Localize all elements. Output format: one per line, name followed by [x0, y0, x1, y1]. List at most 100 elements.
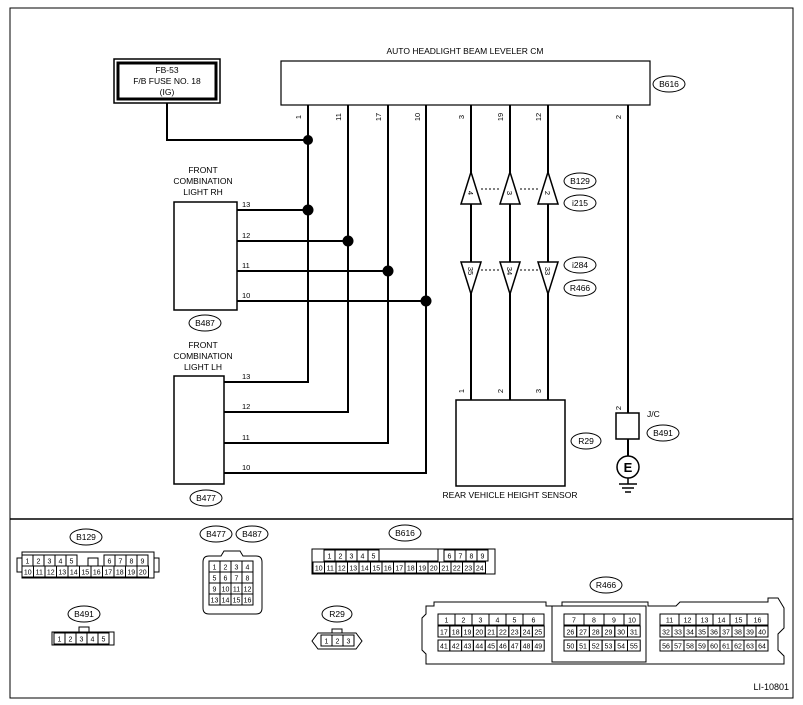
- pin-number: 16: [244, 598, 252, 605]
- b487-badge: [235, 525, 269, 543]
- lower-joint-badge-b: [563, 279, 597, 297]
- pin-number: 14: [222, 598, 230, 605]
- terminal-down: [536, 261, 560, 297]
- upper-joint-pin: 4: [466, 191, 475, 195]
- pin-number: 9: [213, 587, 217, 594]
- pin-number: 20: [430, 566, 438, 573]
- wires: [166, 103, 629, 474]
- fuse-label-3: (IG): [160, 87, 175, 97]
- pin-number: 2: [224, 565, 228, 572]
- pin-number: 3: [235, 565, 239, 572]
- light-rh-connector-badge: [188, 314, 222, 332]
- pin-number: 41: [440, 644, 448, 651]
- pin-number: 63: [746, 644, 754, 651]
- lower-joint-badge-a: [563, 256, 597, 274]
- pin-number: 19: [464, 630, 472, 637]
- b491-label: B491: [74, 609, 94, 619]
- junction-connector: B491: [653, 428, 673, 438]
- pin-number: 18: [116, 570, 124, 577]
- r466-label: R466: [596, 580, 617, 590]
- wire-pin-1: [224, 105, 309, 383]
- pin-number: 1: [58, 637, 62, 644]
- connector-view-r466: R466 1 2 3 4 5 6 17 18 19 20 21 22 23 24…: [421, 576, 785, 665]
- light-rh-pin: 10: [242, 291, 250, 300]
- pin-number: 9: [612, 618, 616, 625]
- upper-joint-badge-a: [563, 172, 597, 190]
- b129-row2: 10 11 12 13 14 15 16 17 18 19 20: [21, 565, 149, 578]
- pin-number: 31: [630, 630, 638, 637]
- light-lh-pin: 11: [242, 433, 250, 442]
- front-light-rh: FRONT COMBINATION LIGHT RH 13 12 11 10 B…: [173, 165, 250, 332]
- pin-number: 1: [445, 618, 449, 625]
- pin-number: 59: [698, 644, 706, 651]
- pin-number: 53: [605, 644, 613, 651]
- pin-number: 12: [47, 570, 55, 577]
- pin-number: 17: [395, 566, 403, 573]
- pin-number: 51: [579, 644, 587, 651]
- lower-joint-connector: 35 34 33 i284 R466: [459, 256, 597, 297]
- light-lh-pin: 12: [242, 402, 250, 411]
- pin-number: 14: [361, 566, 369, 573]
- light-lh-connector: B477: [196, 493, 216, 503]
- splice-dot: [420, 295, 432, 307]
- pin-number: 19: [127, 570, 135, 577]
- pin-number: 56: [662, 644, 670, 651]
- pin-number: 12: [684, 618, 692, 625]
- pin-number: 3: [48, 559, 52, 566]
- pin-number: 28: [592, 630, 600, 637]
- connector-view-b491: B491 1 2 3 4 5: [51, 605, 115, 646]
- pin-number: 13: [701, 618, 709, 625]
- pin-number: 10: [24, 570, 32, 577]
- pin-number: 18: [452, 630, 460, 637]
- upper-joint-connector-a: B129: [570, 176, 590, 186]
- control-module-connector: B616: [659, 79, 679, 89]
- light-rh-connector: B487: [195, 318, 215, 328]
- pin-number: 5: [213, 576, 217, 583]
- pin-number: 5: [513, 618, 517, 625]
- pin-number: 7: [235, 576, 239, 583]
- sensor-pin: 1: [457, 389, 466, 393]
- pin-number: 55: [630, 644, 638, 651]
- splice-dot: [302, 204, 314, 216]
- pin-number: 50: [566, 644, 574, 651]
- pin-number: 19: [418, 566, 426, 573]
- pin-number: 4: [91, 637, 95, 644]
- pin-number: 40: [758, 630, 766, 637]
- pin-number: 3: [347, 639, 351, 646]
- pin-number: 6: [108, 559, 112, 566]
- pin-number: 5: [372, 554, 376, 561]
- light-rh-label-2: COMBINATION: [173, 176, 232, 186]
- connector-view-b477-b487: B477 B487 1 2 3 4 5 6 7 8 9 10 11 12 13 …: [199, 525, 269, 615]
- pin-number: 11: [36, 570, 43, 577]
- pin-number: 4: [246, 565, 250, 572]
- lower-joint-connector-a: i284: [572, 260, 588, 270]
- pin-number: 46: [499, 644, 507, 651]
- pin-number: 21: [487, 630, 495, 637]
- control-module: AUTO HEADLIGHT BEAM LEVELER CM B616 1 11…: [280, 46, 686, 121]
- pin-number: 15: [81, 570, 89, 577]
- lower-joint-connector-b: R466: [570, 283, 591, 293]
- pin-number: 22: [453, 566, 461, 573]
- wire-pin-10: [224, 105, 427, 474]
- pin-number: 14: [718, 618, 726, 625]
- b477-badge: [199, 525, 233, 543]
- light-lh-label-3: LIGHT LH: [184, 362, 222, 372]
- pin-number: 6: [448, 554, 452, 561]
- pin-number: 22: [499, 630, 507, 637]
- pin-number: 13: [349, 566, 357, 573]
- pin-number: 11: [233, 587, 240, 594]
- pin-number: 18: [407, 566, 415, 573]
- r466-seg3: 11 12 13 14 15 16 32 33 34 35 36 37 38 3…: [659, 613, 769, 652]
- cm-pin-label: 10: [413, 113, 422, 121]
- pin-number: 64: [758, 644, 766, 651]
- cm-pin-label: 11: [334, 113, 343, 121]
- pin-number: 8: [130, 559, 134, 566]
- front-light-lh: FRONT COMBINATION LIGHT LH 13 12 11 10 B…: [173, 340, 250, 507]
- pin-number: 2: [37, 559, 41, 566]
- pin-number: 3: [479, 618, 483, 625]
- terminal-up: [459, 169, 483, 205]
- pin-number: 39: [746, 630, 754, 637]
- pin-number: 7: [119, 559, 123, 566]
- pin-number: 29: [605, 630, 613, 637]
- pin-number: 2: [69, 637, 73, 644]
